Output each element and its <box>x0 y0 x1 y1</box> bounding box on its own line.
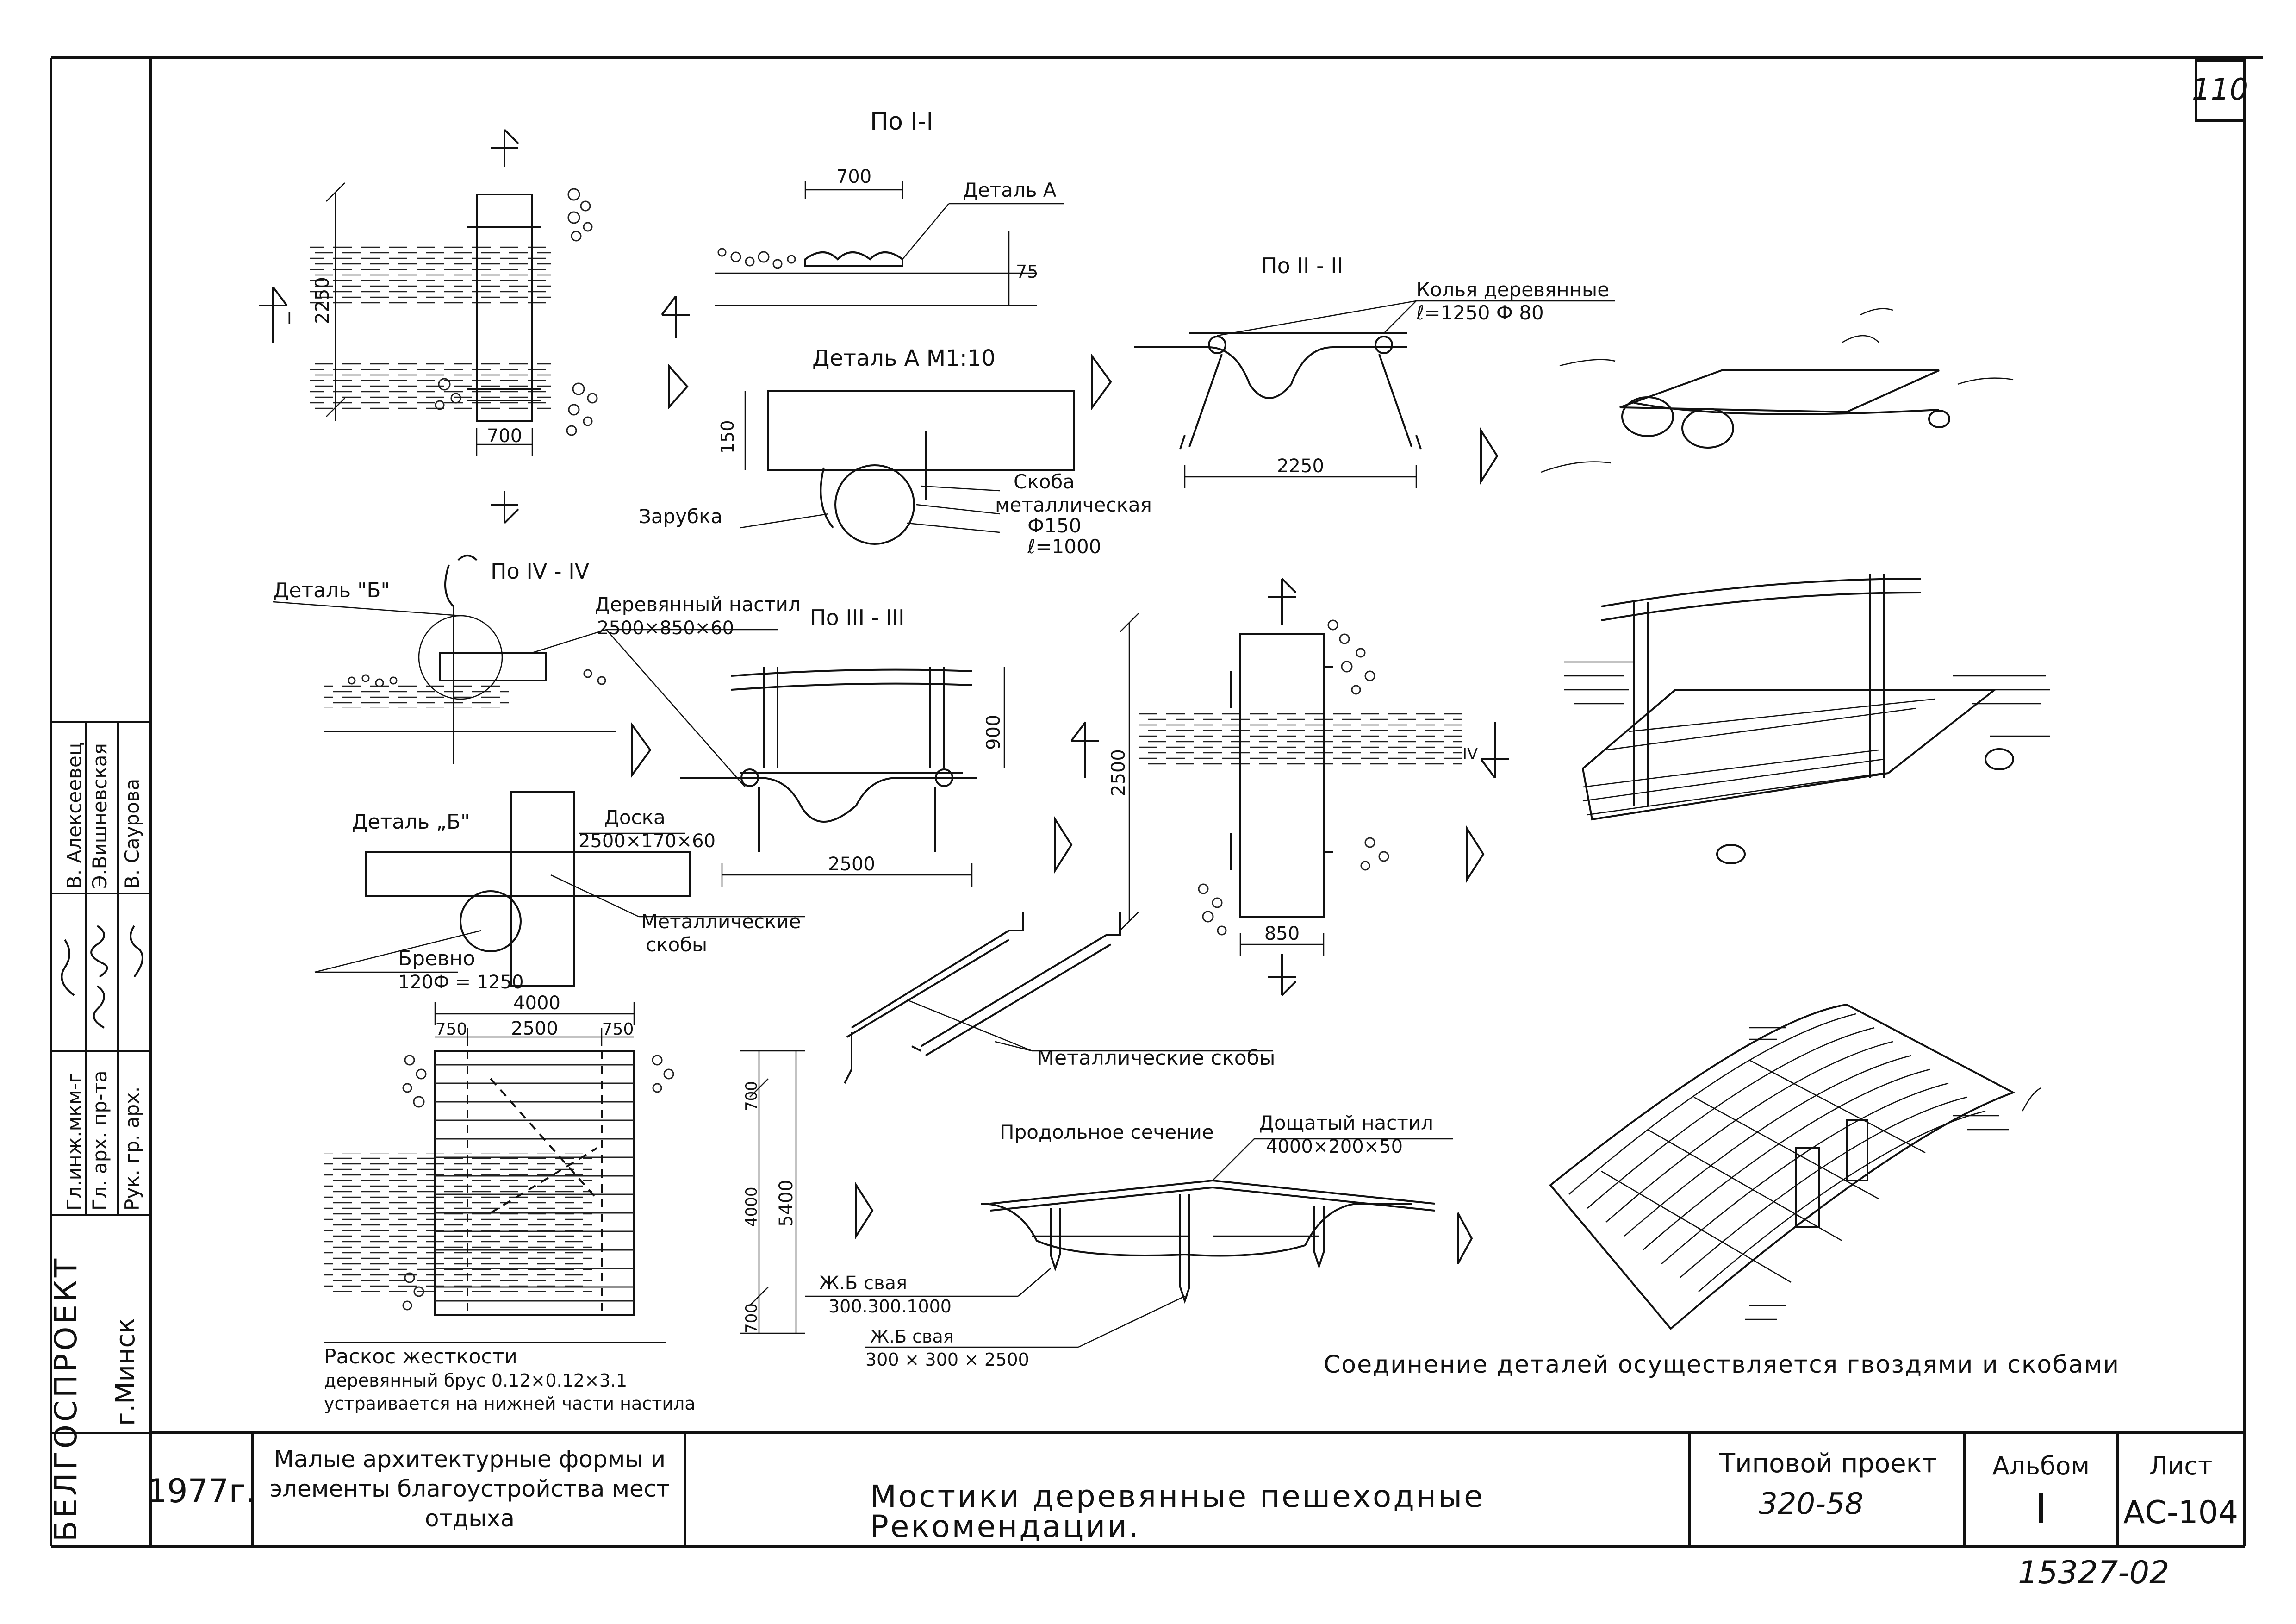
detail-B-title: Деталь „Б" <box>352 810 470 834</box>
drawing-plan-1 <box>259 129 690 524</box>
section-II-dim-2250: 2250 <box>1277 456 1324 477</box>
sheet-title-line1: Мостики деревянные пешеходные <box>870 1479 1485 1514</box>
section-III <box>680 667 1005 887</box>
plan3-dim-700b: 700 <box>742 1303 761 1333</box>
plan3-dim-700a: 700 <box>742 1081 761 1111</box>
series-title: Малые архитектурные формы и элементы бла… <box>269 1446 670 1532</box>
plan2-dim-2500: 2500 <box>1108 749 1129 796</box>
detail-A <box>740 390 1075 545</box>
detail-A-clamp-3: Ф150 <box>1027 514 1081 537</box>
plan3-brace-3: устраивается на нижней части настила <box>324 1393 696 1414</box>
pile1-label-2: 300.300.1000 <box>828 1296 952 1317</box>
section-II-stakes-1: Колья деревянные <box>1416 278 1609 301</box>
album-label: Альбом <box>1992 1451 2090 1480</box>
section-IV-title: По IV - IV <box>491 559 590 584</box>
plan2-dim-850: 850 <box>1264 923 1300 944</box>
section-I-title: По I-I <box>870 108 933 136</box>
section-II <box>1134 300 1615 488</box>
section-III-dim-900: 900 <box>983 715 1004 750</box>
project-label: Типовой проект <box>1719 1449 1937 1479</box>
perspective-railing-bridge <box>1564 574 2050 864</box>
pile2-label-2: 300 × 300 × 2500 <box>865 1349 1029 1370</box>
section-IV <box>273 555 778 787</box>
detail-B-log-1: Бревно <box>398 947 475 970</box>
detail-A-title: Деталь А М1:10 <box>812 345 996 371</box>
section-I-dim-75: 75 <box>1016 262 1038 282</box>
long-section-deck-1: Дощатый настил <box>1259 1112 1433 1134</box>
detail-B-clamps-1: Металлические <box>641 910 801 933</box>
plan3-dim-4000: 4000 <box>513 993 560 1014</box>
plan3-dim-5400: 5400 <box>776 1180 797 1227</box>
plan1-dim-2250: 2250 <box>312 277 333 324</box>
sheet-title-line2: Рекомендации. <box>870 1509 1140 1544</box>
section-II-stakes-2: ℓ=1250 Ф 80 <box>1416 301 1544 324</box>
staples-drawing <box>844 912 1273 1084</box>
detail-B-board-2: 2500×170×60 <box>579 831 716 852</box>
detail-A-clamp-2: металлическая <box>995 493 1152 516</box>
plan3-dim-750a: 750 <box>436 1020 467 1039</box>
plan3-dim-750b: 750 <box>602 1020 634 1039</box>
plan3-dim-4000v: 4000 <box>742 1187 761 1227</box>
detail-A-clamp-4: ℓ=1000 <box>1027 535 1101 558</box>
role-chief-architect: Гл. арх. пр-та <box>88 1070 111 1211</box>
section-III-title: По III - III <box>810 605 905 630</box>
role-chief-engineer: Гл.инж.мкм-г <box>63 1073 86 1211</box>
plan2-cut-label: IV <box>1462 745 1478 763</box>
section-IV-deck-1: Деревянный настил <box>595 593 801 616</box>
section-I-detail-a: Деталь А <box>963 179 1057 201</box>
section-III-dim-2500: 2500 <box>828 854 875 875</box>
side-panel <box>51 721 150 1434</box>
drawing-plan-3 <box>324 1002 805 1343</box>
role-group-head: Рук. гр. арх. <box>121 1087 143 1211</box>
detail-B-clamps-2: скобы <box>646 933 707 956</box>
staples-label: Металлические скобы <box>1037 1046 1276 1070</box>
org-name: БЕЛГОСПРОЕКТ <box>48 1256 84 1542</box>
section-II-title: По II - II <box>1261 253 1343 278</box>
name-vishnevskaya: Э.Вишневская <box>88 743 111 889</box>
section-I <box>715 181 1064 306</box>
detail-A-dim-150: 150 <box>717 420 738 454</box>
detail-A-notch: Зарубка <box>639 505 722 528</box>
long-section-title: Продольное сечение <box>1000 1121 1214 1143</box>
year: 1977г. <box>146 1472 256 1510</box>
archive-stamp: 15327-02 <box>2018 1555 2169 1591</box>
sheet-value: АС-104 <box>2123 1494 2238 1531</box>
sheet-label: Лист <box>2149 1451 2213 1480</box>
detail-B-board-1: Доска <box>604 806 666 829</box>
section-I-dim-700: 700 <box>836 166 871 187</box>
long-section <box>805 1138 1453 1348</box>
view-arrows <box>631 353 1499 1264</box>
drawing-plan-2 <box>1070 578 1509 996</box>
pile1-label-1: Ж.Б свая <box>819 1273 907 1294</box>
section-IV-detail-b: Деталь "Б" <box>273 579 390 602</box>
album-value: I <box>2035 1485 2047 1533</box>
name-alekseevets: В. Алексеевец <box>63 743 86 889</box>
signatures <box>61 925 143 1029</box>
plan1-cut-label: I <box>287 309 292 328</box>
org-city: г.Минск <box>111 1318 141 1426</box>
title-block <box>150 1431 2245 1546</box>
sheet-frame <box>50 56 2263 1548</box>
page-number-box <box>2195 59 2246 122</box>
general-note: Соединение деталей осуществляется гвоздя… <box>1324 1351 2120 1379</box>
section-IV-deck-2: 2500×850×60 <box>597 618 734 639</box>
detail-A-clamp-1: Скоба <box>1014 470 1075 493</box>
project-value: 320-58 <box>1759 1487 1864 1521</box>
pile2-label-1: Ж.Б свая <box>870 1326 954 1347</box>
plan3-dim-2500: 2500 <box>511 1018 558 1039</box>
perspective-log-bridge <box>1541 308 2014 473</box>
plan3-brace-1: Раскос жесткости <box>324 1345 517 1368</box>
plan3-brace-2: деревянный брус 0.12×0.12×3.1 <box>324 1370 627 1391</box>
detail-B-log-2: 120Ф = 1250 <box>398 972 524 993</box>
long-section-deck-2: 4000×200×50 <box>1266 1136 1403 1157</box>
name-saurova: В. Саурова <box>121 779 143 889</box>
perspective-arched-bridge <box>1549 1003 2041 1330</box>
page-number: 110 <box>2192 73 2248 107</box>
detail-B <box>314 791 805 987</box>
plan1-dim-700: 700 <box>487 425 522 447</box>
